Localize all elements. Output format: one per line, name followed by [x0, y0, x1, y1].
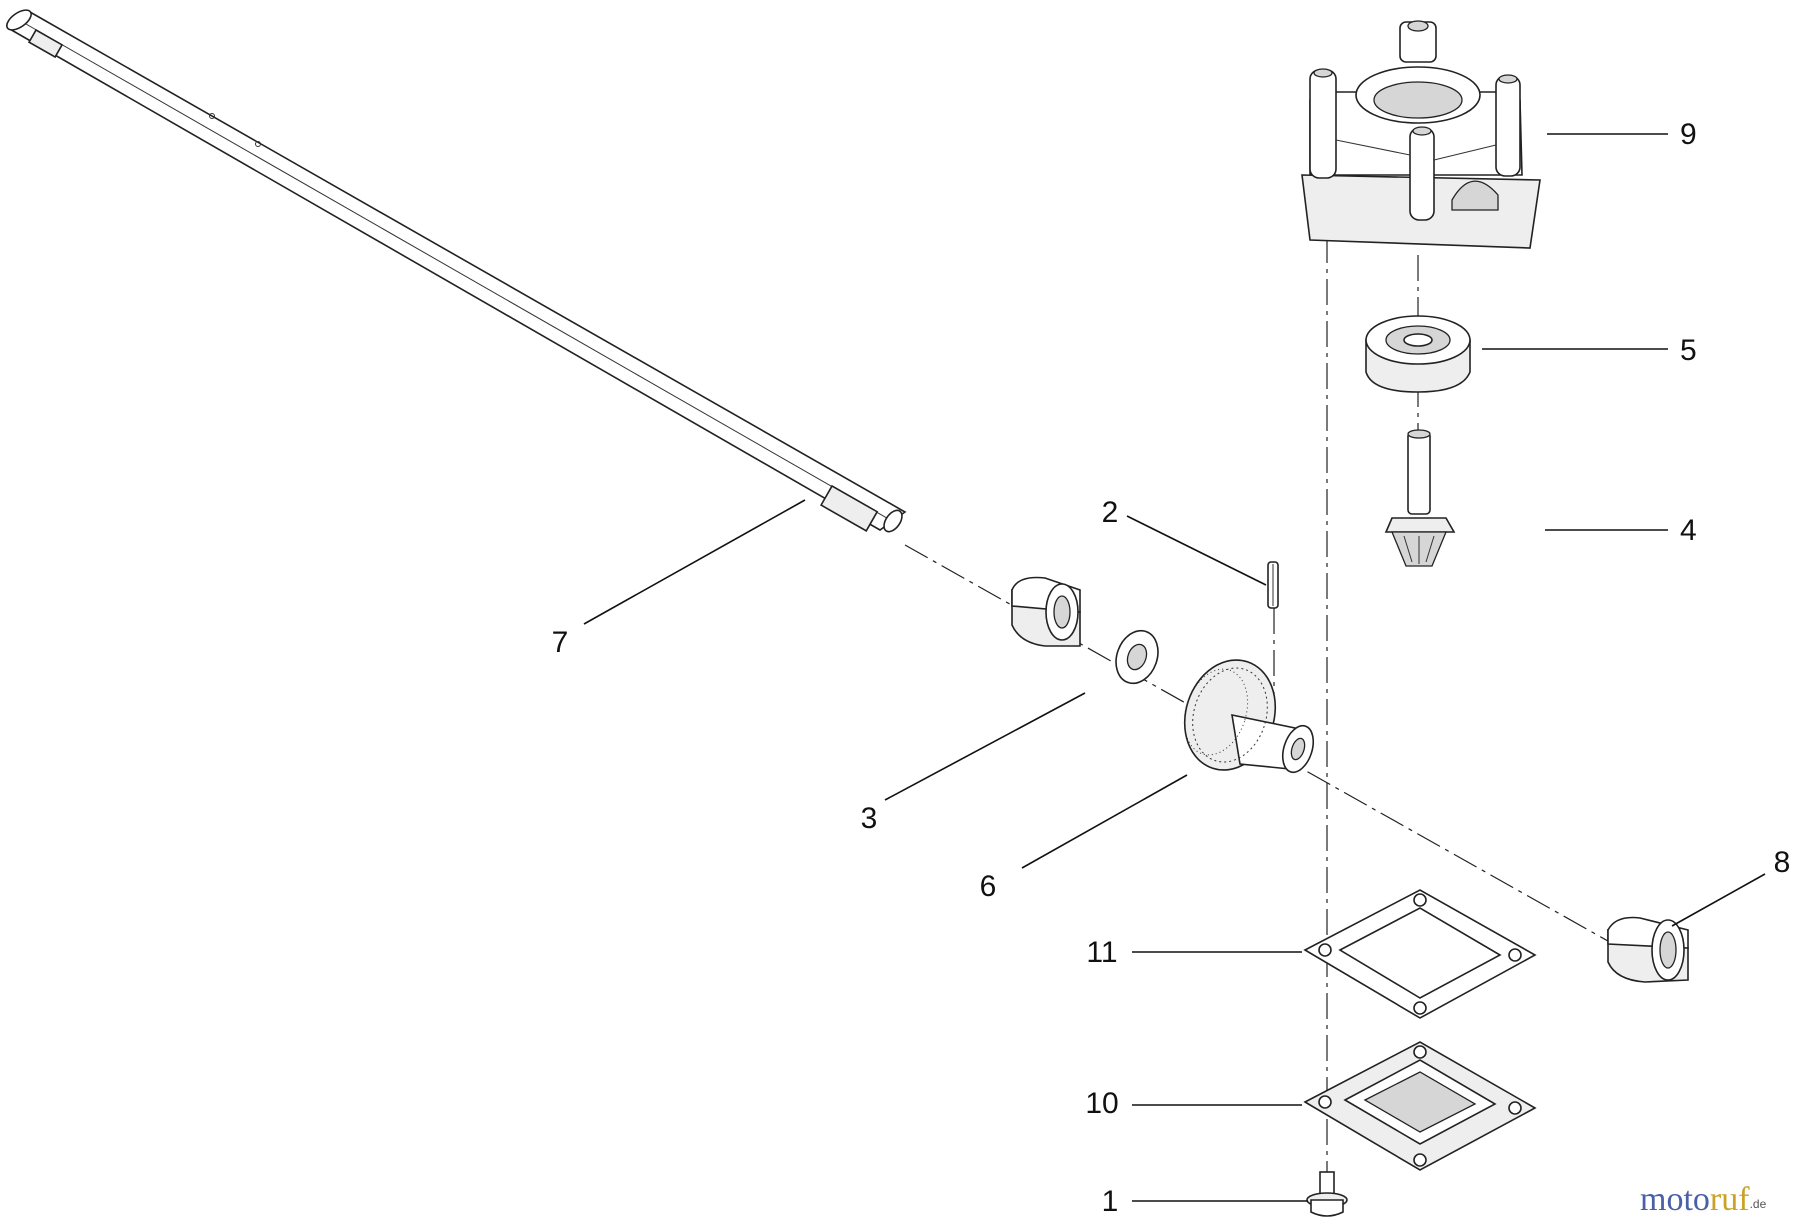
roll-pin [1267, 561, 1279, 609]
callout-labels: 2 3 4 5 6 7 8 9 10 11 1 [552, 118, 1791, 1218]
callout-11: 11 [1086, 936, 1117, 969]
callout-3: 3 [861, 802, 878, 835]
gear-housing [1301, 20, 1541, 249]
washer [1115, 629, 1159, 685]
callout-10: 10 [1085, 1087, 1118, 1120]
callout-9: 9 [1680, 118, 1697, 151]
leader-lines [583, 133, 1766, 1202]
ball-bearing [1365, 315, 1471, 393]
bushing-right [1607, 916, 1689, 983]
housing-cover [1303, 1041, 1537, 1171]
bevel-gear [1183, 659, 1315, 774]
callout-5: 5 [1680, 334, 1697, 367]
callout-2: 2 [1102, 496, 1119, 529]
drive-shaft [6, 9, 907, 533]
watermark-text: motoruf.de [1640, 1181, 1767, 1218]
bushing-left [1011, 576, 1081, 647]
callout-8: 8 [1774, 846, 1791, 879]
gasket [1303, 889, 1537, 1019]
callout-7: 7 [552, 626, 569, 659]
callout-4: 4 [1680, 514, 1697, 547]
pinion-gear-shaft [1384, 429, 1456, 567]
callout-1: 1 [1102, 1185, 1119, 1218]
watermark-logo: motoruf.de [1640, 1181, 1767, 1218]
flange-bolt [1306, 1171, 1348, 1217]
callout-6: 6 [980, 870, 997, 903]
